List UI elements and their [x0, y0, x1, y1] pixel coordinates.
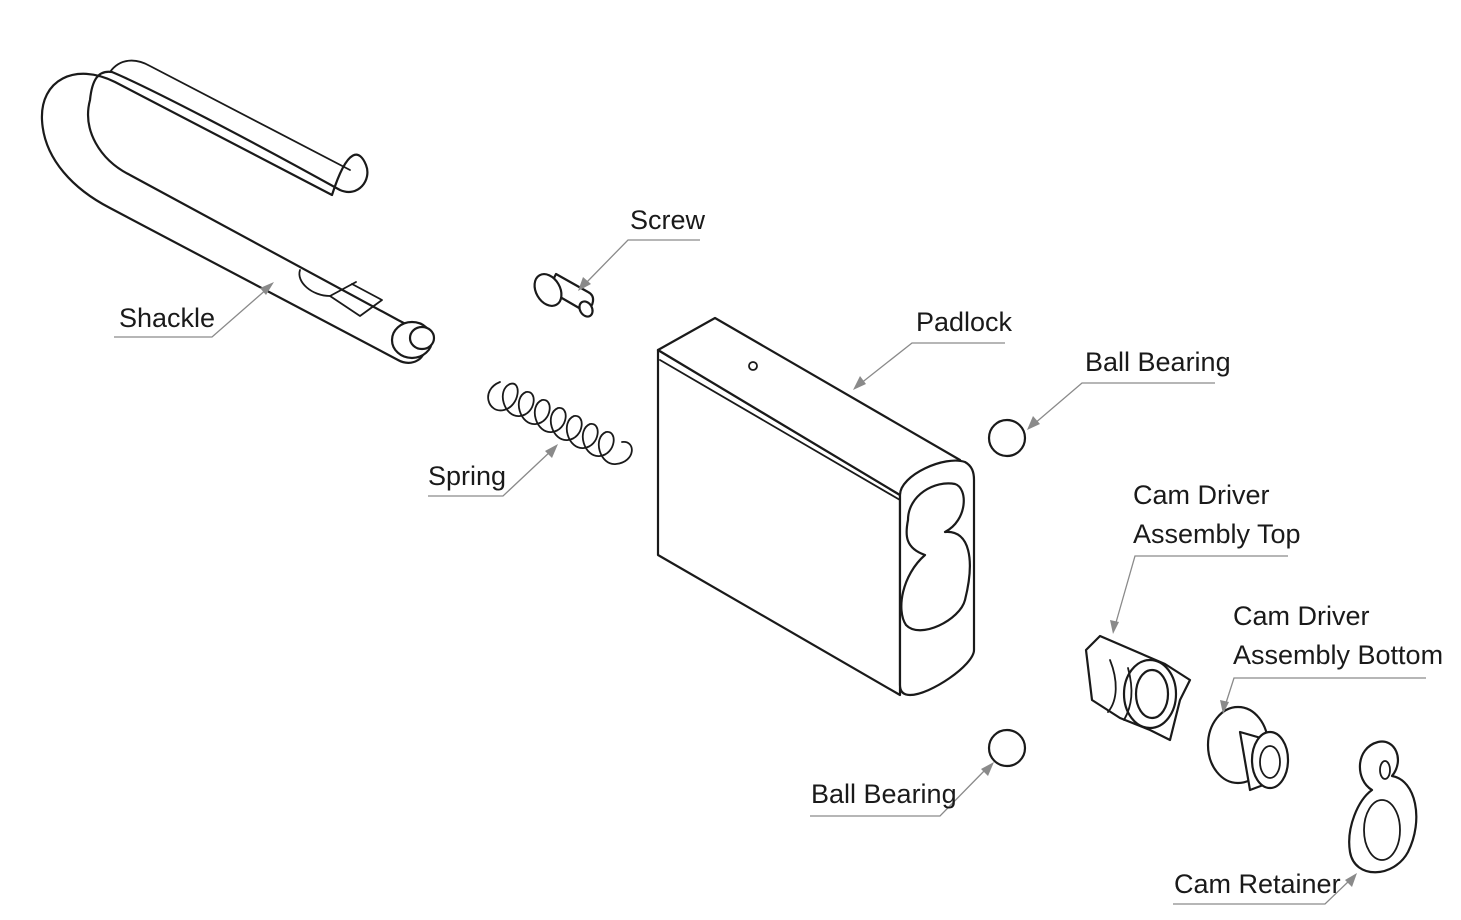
- ball-bearing-bottom-callout: Ball Bearing: [810, 762, 994, 817]
- cam-driver-bottom-label-line2: Assembly Bottom: [1233, 640, 1443, 670]
- ball-bearing-top-label: Ball Bearing: [1085, 347, 1231, 377]
- screw-part: [533, 272, 595, 318]
- cam-driver-bottom-part: [1206, 705, 1290, 792]
- spring-label: Spring: [428, 461, 506, 491]
- cam-retainer-callout: Cam Retainer: [1173, 869, 1357, 905]
- padlock-label: Padlock: [916, 307, 1013, 337]
- spring-callout: Spring: [428, 444, 558, 497]
- ball-bearing-top-callout: Ball Bearing: [1027, 347, 1231, 430]
- padlock-body-part: [656, 316, 976, 697]
- shackle-part: [40, 59, 436, 364]
- cam-driver-top-label-line2: Assembly Top: [1133, 519, 1301, 549]
- cam-driver-top-label-line1: Cam Driver: [1133, 480, 1270, 510]
- shackle-label: Shackle: [119, 303, 215, 333]
- ball-bearing-bottom-label: Ball Bearing: [811, 779, 957, 809]
- ball-bearing-bottom-part: [987, 728, 1027, 768]
- cam-driver-top-part: [1084, 634, 1192, 742]
- cam-driver-bottom-callout: Cam Driver Assembly Bottom: [1220, 601, 1443, 714]
- ball-bearing-top-part: [987, 418, 1027, 458]
- cam-driver-top-callout: Cam Driver Assembly Top: [1110, 480, 1301, 634]
- spring-part: [487, 381, 633, 465]
- screw-label: Screw: [630, 205, 706, 235]
- screw-callout: Screw: [578, 205, 706, 291]
- cam-retainer-part: [1348, 740, 1418, 874]
- cam-retainer-label: Cam Retainer: [1174, 869, 1341, 899]
- shackle-callout: Shackle: [114, 282, 274, 338]
- cam-driver-bottom-label-line1: Cam Driver: [1233, 601, 1370, 631]
- padlock-callout: Padlock: [853, 307, 1013, 390]
